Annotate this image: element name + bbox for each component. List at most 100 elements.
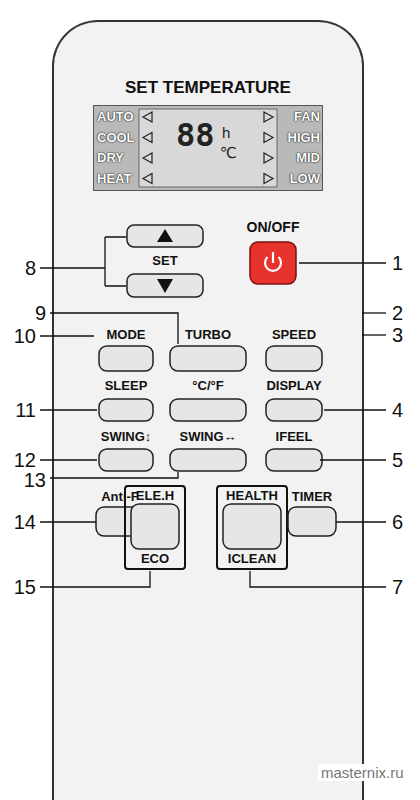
callout-number: 15 <box>14 575 36 599</box>
button-label: ELE.H <box>136 488 174 503</box>
fan-word: HIGH <box>288 130 321 145</box>
callout-number: 1 <box>392 251 403 275</box>
button-shape <box>99 399 153 421</box>
button-shape <box>266 399 322 421</box>
button-label: ON/OFF <box>247 220 300 235</box>
remote-button: SWING↔ <box>160 429 256 472</box>
power-icon <box>272 252 274 263</box>
remote-button: HEALTH ICLEAN <box>216 485 288 570</box>
remote-button: °C/°F <box>165 378 251 422</box>
button-shape <box>170 346 246 371</box>
leader-line <box>299 262 386 263</box>
button-shape <box>170 449 246 471</box>
button-label: SWING↕ <box>101 429 152 444</box>
button-label: ICLEAN <box>228 551 276 566</box>
remote-button: SPEED <box>262 327 326 372</box>
leader-line <box>362 312 386 313</box>
remote-button: IFEEL <box>262 429 326 472</box>
mode-word: DRY <box>97 150 124 165</box>
button-label: SWING↔ <box>179 429 236 444</box>
leader-line <box>40 521 96 522</box>
watermark: masternix.ru <box>318 764 407 781</box>
button-shape <box>266 346 322 371</box>
down-button <box>127 274 203 297</box>
mode-indicator <box>143 174 152 184</box>
remote-button: SWING↕ <box>90 429 162 472</box>
button-label: TURBO <box>185 327 231 342</box>
button-shape <box>131 504 179 549</box>
fan-word: LOW <box>290 171 320 186</box>
button-label: IFEEL <box>276 429 313 444</box>
callout-number: 7 <box>392 575 403 599</box>
button-label: HEALTH <box>226 488 278 503</box>
leader-line <box>324 409 386 410</box>
callout-number: 9 <box>35 301 46 325</box>
leader-line <box>40 571 150 587</box>
fan-word: FAN <box>294 109 320 124</box>
button-shape <box>170 399 246 421</box>
button-label: MODE <box>107 327 146 342</box>
fan-indicator <box>264 133 273 143</box>
down-arrow <box>157 279 173 293</box>
button-label: Anti-F <box>101 489 139 504</box>
callout-number: 14 <box>14 510 36 534</box>
leader-line <box>250 571 386 587</box>
callout-number: 6 <box>392 510 403 534</box>
mode-indicator <box>143 112 152 122</box>
title-text: SET TEMPERATURE <box>125 78 291 98</box>
leader-line <box>40 335 94 336</box>
power-button <box>250 242 296 284</box>
callout-number: 5 <box>392 448 403 472</box>
leader-line <box>40 459 97 460</box>
callout-number: 4 <box>392 398 403 422</box>
fan-indicator <box>264 174 273 184</box>
button-label: SET <box>152 253 177 268</box>
button-shape <box>99 346 153 371</box>
button-label: °C/°F <box>192 378 223 393</box>
leader-line <box>320 459 386 460</box>
remote-button: TIMER <box>282 489 342 537</box>
up-arrow <box>157 229 173 242</box>
remote-button: DISPLAY <box>258 378 330 422</box>
leader-line <box>50 313 178 344</box>
button-shape <box>288 507 336 536</box>
up-button <box>127 225 203 247</box>
remote-button: SLEEP <box>94 378 158 422</box>
callout-number: 12 <box>14 448 36 472</box>
remote-button: MODE <box>94 327 158 372</box>
leader-line <box>50 472 178 478</box>
mode-indicator <box>143 133 152 143</box>
remote-button: SET <box>124 223 206 299</box>
callout-number: 2 <box>392 301 403 325</box>
remote-button: ON/OFF <box>240 216 306 286</box>
leader-line <box>40 409 97 410</box>
lcd-symbol: 88 <box>176 117 215 153</box>
fan-indicator <box>264 112 273 122</box>
leader-line <box>40 237 126 286</box>
mode-indicator <box>143 153 152 163</box>
button-label: DISPLAY <box>266 378 321 393</box>
callout-number: 13 <box>24 468 46 492</box>
button-shape <box>266 449 322 471</box>
leader-line <box>362 334 386 335</box>
button-shape <box>99 449 153 471</box>
mode-word: AUTO <box>97 109 134 124</box>
button-label: TIMER <box>292 489 332 504</box>
button-shape <box>223 504 281 549</box>
lcd-symbol: h <box>222 124 230 141</box>
mode-word: HEAT <box>97 171 131 186</box>
leader-line <box>336 521 386 522</box>
button-label: SPEED <box>272 327 316 342</box>
button-label: ECO <box>141 551 169 566</box>
remote-button: ELE.H ECO <box>124 485 186 570</box>
callout-number: 11 <box>15 398 36 422</box>
mode-word: COOL <box>97 130 135 145</box>
callout-number: 8 <box>25 256 36 280</box>
button-label: SLEEP <box>105 378 148 393</box>
callout-number: 10 <box>14 324 36 348</box>
callout-number: 3 <box>392 323 403 347</box>
lcd-symbol: ℃ <box>220 144 237 162</box>
lcd-screen <box>139 109 277 187</box>
